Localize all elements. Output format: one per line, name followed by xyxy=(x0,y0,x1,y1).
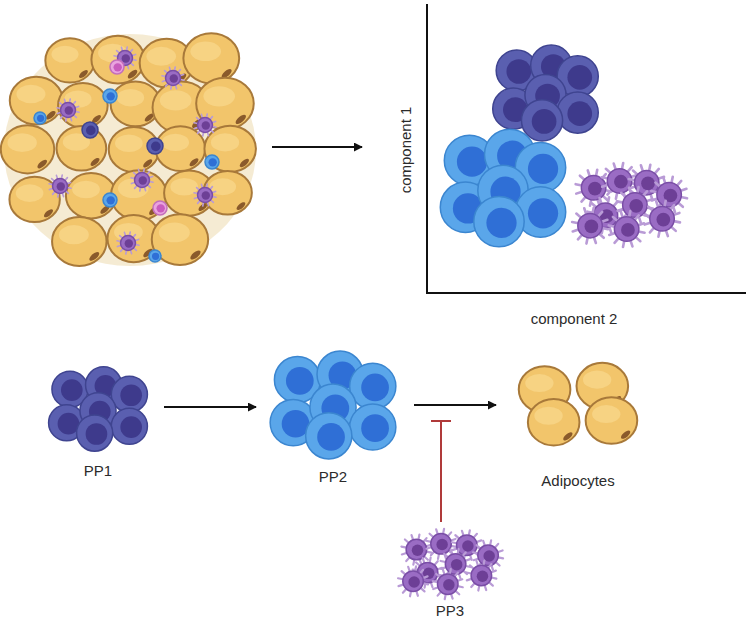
process-arrow xyxy=(414,404,496,406)
cell xyxy=(586,397,638,443)
axis-label: component 2 xyxy=(531,310,618,327)
cell xyxy=(91,36,144,84)
cluster-label: PP1 xyxy=(42,462,154,479)
cluster-illustration xyxy=(502,362,654,448)
cell xyxy=(521,100,562,141)
cell xyxy=(162,67,184,89)
cluster-label: PP2 xyxy=(262,468,404,485)
process-arrow xyxy=(272,146,362,148)
cell xyxy=(149,250,161,262)
cell xyxy=(57,126,107,171)
cell xyxy=(103,193,117,207)
cell xyxy=(474,196,524,246)
cluster-label: Adipocytes xyxy=(502,472,654,489)
axis-label: component 1 xyxy=(397,107,414,194)
cell xyxy=(82,122,98,138)
cell xyxy=(398,566,428,596)
cell xyxy=(528,399,580,445)
cell xyxy=(572,208,608,244)
cell xyxy=(194,114,216,136)
cell xyxy=(557,92,598,133)
cell xyxy=(205,155,219,169)
cell xyxy=(609,211,645,247)
cell xyxy=(194,184,216,206)
cell xyxy=(117,232,139,254)
cell xyxy=(66,173,116,218)
cell xyxy=(52,217,106,266)
cell xyxy=(103,89,117,103)
inhibition-line xyxy=(431,421,451,522)
cell xyxy=(49,175,71,197)
cell xyxy=(111,170,167,220)
cell xyxy=(306,413,352,459)
cell xyxy=(196,78,254,130)
cell xyxy=(58,83,108,128)
cell xyxy=(164,170,214,215)
cell-cluster: Adipocytes xyxy=(502,362,654,489)
cell xyxy=(147,138,163,154)
cluster-illustration xyxy=(42,366,154,452)
x-axis xyxy=(426,292,746,294)
cell xyxy=(433,569,463,599)
cell xyxy=(57,99,79,121)
cell xyxy=(10,77,63,125)
cell xyxy=(576,170,612,206)
plot-clusters xyxy=(440,45,687,247)
cell xyxy=(644,201,680,237)
cell xyxy=(111,376,147,412)
cell xyxy=(1,125,55,173)
cell-cluster: PP1 xyxy=(42,366,154,479)
cell-cluster: PP2 xyxy=(262,350,404,485)
cell xyxy=(466,561,496,591)
cell xyxy=(153,201,167,215)
cell xyxy=(34,112,46,124)
cell xyxy=(204,126,256,172)
cell xyxy=(350,363,396,409)
cell xyxy=(183,33,239,83)
cell xyxy=(131,169,153,191)
y-axis xyxy=(426,4,428,294)
cell xyxy=(110,60,124,74)
process-arrow xyxy=(164,406,256,408)
cluster-illustration xyxy=(262,350,404,460)
cell xyxy=(45,38,94,82)
cell-cluster: PP3 xyxy=(394,528,506,619)
cell xyxy=(350,404,396,450)
cluster-label: PP3 xyxy=(394,602,506,619)
cell xyxy=(111,408,147,444)
cluster-illustration xyxy=(394,528,506,600)
cell xyxy=(77,415,113,451)
tissue-illustration xyxy=(1,33,256,266)
